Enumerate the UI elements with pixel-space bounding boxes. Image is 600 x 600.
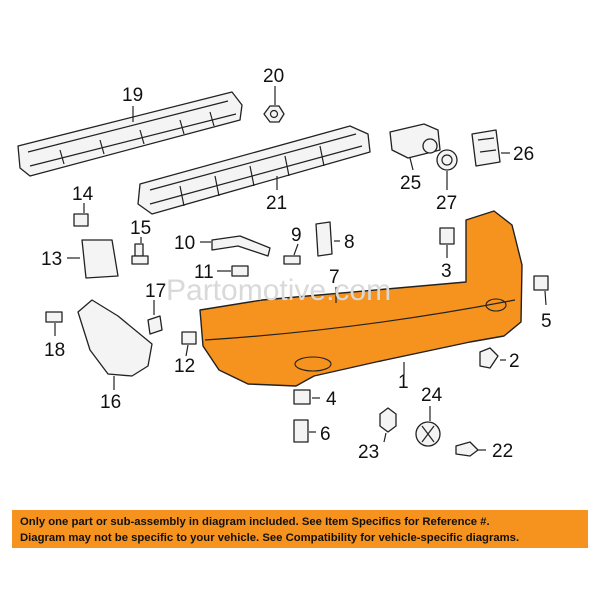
- part-24-clip: [415, 421, 441, 447]
- part-10-bracket: [211, 235, 271, 257]
- watermark: Partomotive.com: [166, 274, 391, 307]
- callout-18: 18: [44, 340, 65, 361]
- part-27-retainer: [436, 149, 458, 171]
- disclaimer-line-2: Diagram may not be specific to your vehi…: [20, 532, 520, 544]
- callout-8: 8: [344, 232, 355, 253]
- leader-lines: [54, 86, 547, 451]
- callout-22: 22: [492, 441, 513, 462]
- callout-25: 25: [400, 173, 421, 194]
- callout-20: 20: [263, 66, 284, 87]
- callout-7: 7: [329, 267, 340, 288]
- callout-9: 9: [291, 225, 302, 246]
- part-26-sensor-bracket: [471, 129, 501, 167]
- callout-1: 1: [398, 372, 409, 393]
- part-14-clip: [73, 213, 89, 227]
- part-20-nut: [263, 105, 285, 123]
- part-22-fastener: [455, 441, 479, 457]
- callout-17: 17: [145, 281, 166, 302]
- callout-26: 26: [513, 144, 534, 165]
- callout-27: 27: [436, 193, 457, 214]
- callout-3: 3: [441, 261, 452, 282]
- callout-12: 12: [174, 356, 195, 377]
- callout-23: 23: [358, 442, 379, 463]
- part-18-screw: [45, 311, 63, 323]
- disclaimer-line-1: Only one part or sub-assembly in diagram…: [20, 516, 490, 528]
- part-2-clip: [479, 347, 499, 369]
- part-17-grommet: [147, 315, 163, 335]
- part-13-cover: [81, 239, 119, 279]
- callout-24: 24: [421, 385, 443, 406]
- part-6-bolt: [293, 419, 309, 443]
- callout-11: 11: [194, 262, 214, 283]
- callout-19: 19: [122, 85, 143, 106]
- part-19-reinforcement-bar: [17, 91, 243, 177]
- part-11-screw: [231, 265, 249, 277]
- part-8-bracket: [315, 221, 333, 257]
- part-3-clip: [439, 227, 455, 245]
- part-25-sensor: [389, 123, 441, 159]
- part-16-splash-shield: [77, 299, 153, 377]
- part-15-screw: [131, 243, 149, 265]
- callout-10: 10: [174, 233, 195, 254]
- callout-4: 4: [326, 389, 337, 410]
- part-9-screw: [283, 255, 301, 265]
- disclaimer-banner: Only one part or sub-assembly in diagram…: [12, 510, 588, 548]
- part-12-bolt: [181, 331, 197, 345]
- part-21-energy-absorber: [137, 125, 371, 215]
- part-1-bumper-cover: [199, 210, 523, 387]
- callout-5: 5: [541, 311, 552, 332]
- callout-15: 15: [130, 218, 151, 239]
- callout-14: 14: [72, 184, 94, 205]
- callout-13: 13: [41, 249, 62, 270]
- part-4-retainer: [293, 389, 311, 405]
- callout-numbers: 1 2 3 4 5 6 7 8 9 10 11 12 13 14 15 16 1…: [41, 66, 552, 463]
- callout-2: 2: [509, 351, 520, 372]
- callout-16: 16: [100, 392, 121, 413]
- callout-21: 21: [266, 193, 287, 214]
- part-23-nut: [379, 407, 397, 433]
- part-5-screw: [533, 275, 549, 291]
- callout-6: 6: [320, 424, 331, 445]
